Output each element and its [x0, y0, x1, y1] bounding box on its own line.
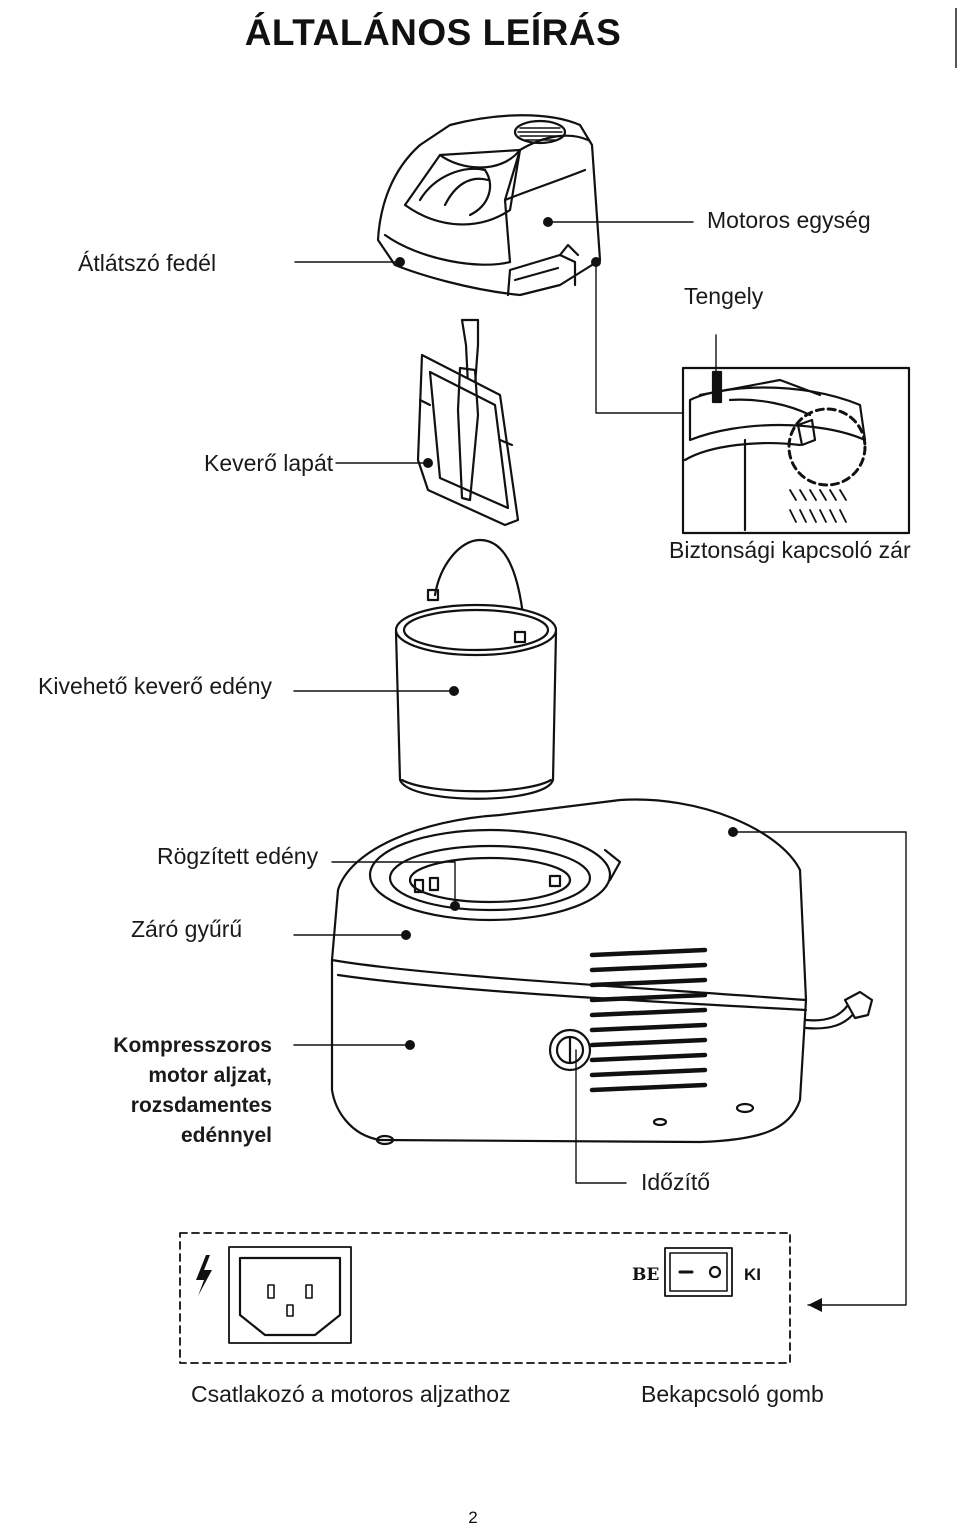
label-ring: Záró gyűrű [131, 916, 243, 942]
base-drawing [330, 798, 874, 1146]
label-compressor-line-1: Kompresszoros [113, 1034, 272, 1057]
page-title: ÁLTALÁNOS LEÍRÁS [244, 12, 622, 53]
leader-lines [293, 221, 907, 1306]
switch-off-label: KI [744, 1265, 761, 1284]
label-compressor-line-2: motor aljzat, [148, 1064, 272, 1087]
label-connector: Csatlakozó a motoros aljzathoz [191, 1381, 511, 1407]
motor-unit-drawing [376, 114, 602, 297]
label-compressor: Kompresszoros motor aljzat, rozsdamentes… [82, 1031, 272, 1151]
connector-switch-panel [179, 1232, 791, 1364]
lightning-icon [196, 1255, 212, 1296]
label-motor-unit: Motoros egység [707, 207, 871, 233]
label-paddle: Keverő lapát [204, 450, 334, 476]
paddle-drawing [416, 318, 520, 527]
label-power-switch: Bekapcsoló gomb [641, 1381, 824, 1407]
label-compressor-line-4: edénnyel [180, 1124, 272, 1147]
page-edge-mark [955, 8, 957, 68]
label-shaft: Tengely [684, 283, 764, 309]
label-fixed-bowl: Rögzített edény [157, 843, 319, 869]
label-lid: Átlátszó fedél [78, 250, 217, 276]
removable-bowl-drawing [394, 538, 558, 800]
page-number: 2 [468, 1508, 478, 1527]
label-safety-lock: Biztonsági kapcsoló zár [669, 537, 911, 563]
label-compressor-line-3: rozsdamentes [130, 1094, 272, 1117]
safety-lock-inset [681, 366, 911, 535]
leader-dots [395, 217, 738, 1050]
label-removable-bowl: Kivehető keverő edény [38, 673, 272, 699]
switch-on-label: BE [632, 1265, 659, 1285]
label-timer: Időzítő [641, 1169, 711, 1195]
